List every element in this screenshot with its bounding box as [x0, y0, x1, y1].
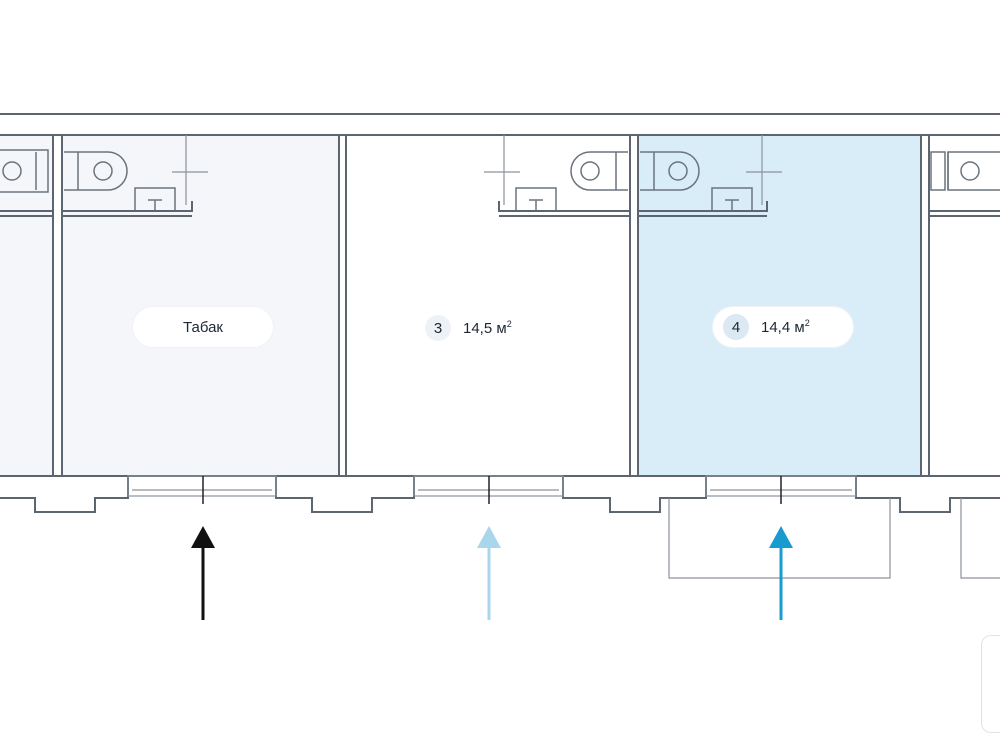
unit-4[interactable] — [638, 135, 921, 476]
unit-area: 14,4 м2 — [761, 318, 810, 336]
unit-right-partial[interactable] — [929, 135, 1000, 476]
unit-area-sup: 2 — [804, 318, 810, 328]
entrance-arrow-tabak — [191, 526, 215, 620]
unit-label-tabak[interactable]: Табак — [133, 307, 273, 347]
zoom-controls[interactable] — [981, 635, 1000, 733]
entrance-arrow-unit-4 — [769, 526, 793, 620]
unit-3[interactable] — [346, 135, 630, 476]
unit-area-sup: 2 — [506, 319, 512, 329]
unit-area-value: 14,5 м — [463, 320, 507, 337]
unit-number-badge: 3 — [425, 315, 451, 341]
facade-wall — [0, 475, 1000, 513]
unit-label-3[interactable]: 3 14,5 м2 — [425, 308, 512, 348]
unit-tabak[interactable] — [62, 135, 339, 476]
unit-label-4[interactable]: 4 14,4 м2 — [713, 307, 853, 347]
terrace-right — [960, 498, 1000, 579]
unit-name: Табак — [183, 318, 223, 336]
unit-area: 14,5 м2 — [463, 319, 512, 337]
unit-left-partial[interactable] — [0, 135, 53, 476]
entrance-arrow-unit-3 — [477, 526, 501, 620]
unit-number-badge: 4 — [723, 314, 749, 340]
bathroom-fixtures — [0, 135, 1000, 217]
unit-area-value: 14,4 м — [761, 319, 805, 336]
